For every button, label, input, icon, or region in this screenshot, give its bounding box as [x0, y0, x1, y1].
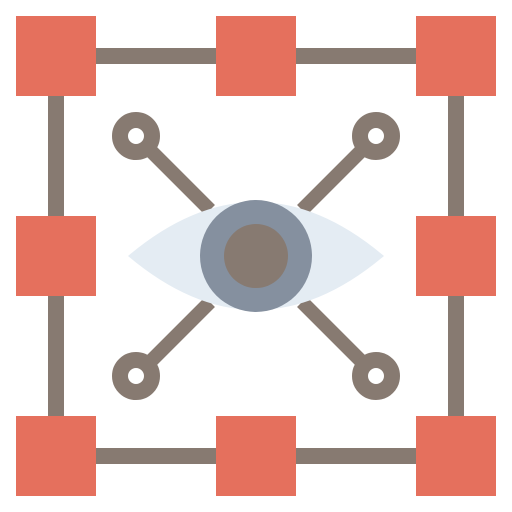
- handle-bottom-left: [16, 416, 96, 496]
- connector-lines: [142, 142, 370, 370]
- handle-bottom-center: [216, 416, 296, 496]
- connector-top-left: [142, 142, 215, 215]
- node-ring-bottom-right: [352, 352, 400, 400]
- handle-middle-right: [416, 216, 496, 296]
- connector-bottom-left: [142, 297, 215, 370]
- node-ring-bottom-left: [112, 352, 160, 400]
- node-ring-top-left: [112, 112, 160, 160]
- handle-top-right: [416, 16, 496, 96]
- handle-middle-left: [16, 216, 96, 296]
- handle-top-left: [16, 16, 96, 96]
- handle-top-center: [216, 16, 296, 96]
- eye-icon: [128, 200, 384, 312]
- node-ring-top-right: [352, 112, 400, 160]
- eye-pupil: [224, 224, 288, 288]
- connector-top-right: [297, 142, 370, 215]
- handle-bottom-right: [416, 416, 496, 496]
- connector-bottom-right: [297, 297, 370, 370]
- selection-handles: [16, 16, 496, 496]
- connector-nodes: [112, 112, 400, 400]
